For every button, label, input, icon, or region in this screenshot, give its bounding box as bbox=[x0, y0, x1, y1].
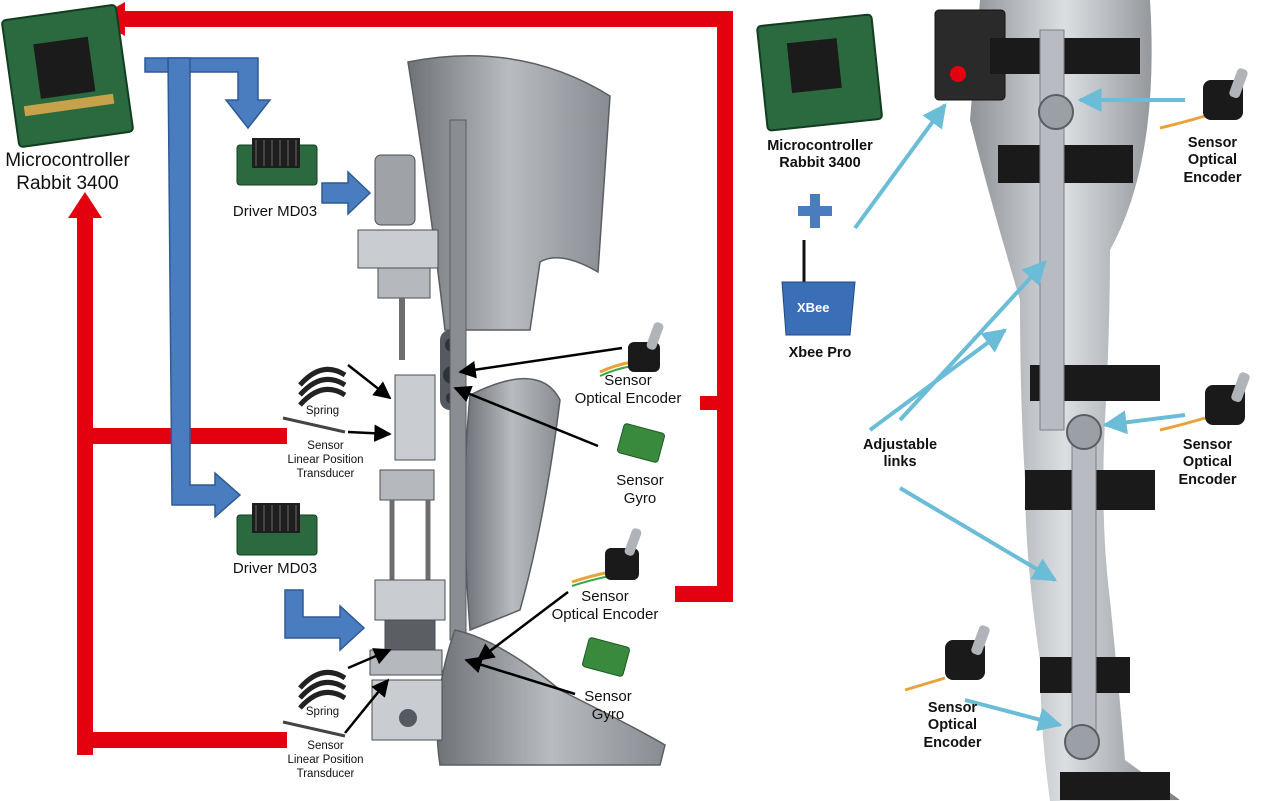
microcontroller-board-right bbox=[756, 13, 883, 132]
control-wiring bbox=[144, 57, 372, 652]
driver-top-text: Driver MD03 bbox=[232, 203, 318, 220]
driver-board-bottom bbox=[236, 503, 318, 556]
xbee-label: Xbee Pro bbox=[770, 345, 870, 362]
transducer-top-label: Sensor Linear Position Transducer bbox=[268, 440, 383, 481]
transducer-probe-bottom bbox=[282, 720, 346, 738]
encoder-ankle-line1: Sensor bbox=[581, 588, 629, 605]
encoder-knee-right bbox=[1159, 372, 1250, 432]
encoder-ankle-right bbox=[904, 625, 990, 692]
cyan-pointers bbox=[853, 88, 1186, 732]
microcontroller-left-label: Microcontroller Rabbit 3400 bbox=[0, 150, 135, 196]
transducer-top-line2: Linear Position bbox=[287, 453, 364, 466]
encoder-ankle-line2: Optical Encoder bbox=[551, 606, 659, 623]
feedback-wiring bbox=[68, 2, 733, 755]
pointer-arrows bbox=[344, 346, 623, 734]
driver-bottom-text: Driver MD03 bbox=[232, 560, 318, 577]
leg-render bbox=[934, 0, 1180, 801]
encoder-hip-line1: Sensor bbox=[1187, 135, 1238, 151]
encoder-hip-right-label: Sensor Optical Encoder bbox=[1165, 135, 1260, 187]
encoder-hip-line3: Encoder bbox=[1183, 169, 1242, 186]
encoder-rankle-line3: Encoder bbox=[923, 734, 982, 751]
plus-icon bbox=[798, 194, 832, 228]
transducer-top-line1: Sensor bbox=[307, 440, 344, 452]
gyro-board-bottom bbox=[582, 637, 630, 677]
feedback-arrowhead-left bbox=[68, 192, 102, 218]
microcontroller-right-line2: Rabbit 3400 bbox=[779, 155, 861, 172]
microcontroller-left-line2: Rabbit 3400 bbox=[16, 172, 119, 194]
xbee-text: Xbee Pro bbox=[788, 345, 852, 361]
microcontroller-right-line1: Microcontroller bbox=[767, 138, 873, 154]
encoder-hip-line2: Optical bbox=[1187, 152, 1238, 169]
adjustable-line1: Adjustable bbox=[862, 437, 938, 453]
encoder-knee-right-label: Sensor Optical Encoder bbox=[1160, 437, 1255, 489]
encoder-knee-line1: Sensor bbox=[604, 372, 652, 389]
transducer-bottom-line2: Linear Position bbox=[287, 753, 364, 766]
gyro-top-line2: Gyro bbox=[623, 490, 657, 507]
adjustable-links-label: Adjustable links bbox=[840, 437, 960, 472]
spring-top-label: Spring bbox=[285, 405, 360, 419]
driver-board-top bbox=[236, 138, 318, 186]
microcontroller-board-left bbox=[1, 4, 134, 148]
transducer-top-line3: Transducer bbox=[296, 467, 355, 480]
encoder-ankle-right-label: Sensor Optical Encoder bbox=[905, 700, 1000, 752]
encoder-knee-label: Sensor Optical Encoder bbox=[548, 372, 708, 408]
gyro-bottom-line2: Gyro bbox=[591, 706, 625, 723]
spring-bottom-text: Spring bbox=[305, 706, 340, 718]
gyro-bottom-label: Sensor Gyro bbox=[563, 688, 653, 724]
status-led bbox=[950, 66, 966, 82]
gyro-bottom-line1: Sensor bbox=[584, 688, 632, 705]
encoder-hip-right bbox=[1159, 68, 1248, 130]
encoder-ankle bbox=[571, 528, 642, 587]
gyro-board-top bbox=[617, 423, 665, 463]
transducer-bottom-label: Sensor Linear Position Transducer bbox=[268, 740, 383, 781]
gyro-top-line1: Sensor bbox=[616, 472, 664, 489]
adjustable-line2: links bbox=[883, 454, 917, 471]
encoder-rknee-line3: Encoder bbox=[1178, 471, 1237, 488]
transducer-bottom-line3: Transducer bbox=[296, 767, 355, 780]
encoder-rknee-line2: Optical bbox=[1182, 454, 1233, 471]
microcontroller-right-label: Microcontroller Rabbit 3400 bbox=[745, 138, 895, 173]
spring-bottom bbox=[298, 669, 347, 710]
xbee-module: XBee bbox=[781, 240, 856, 336]
xbee-chip-label: XBee bbox=[797, 300, 830, 315]
spring-bottom-label: Spring bbox=[285, 706, 360, 720]
adjustable-link-lower bbox=[1071, 429, 1097, 741]
encoder-knee bbox=[599, 322, 664, 377]
spring-top bbox=[298, 366, 347, 407]
encoder-knee-line2: Optical Encoder bbox=[574, 390, 682, 407]
adjustable-link-upper bbox=[1039, 29, 1065, 431]
transducer-bottom-line1: Sensor bbox=[307, 740, 344, 752]
encoder-rankle-line1: Sensor bbox=[927, 700, 978, 716]
spring-top-text: Spring bbox=[305, 405, 340, 417]
encoder-rankle-line2: Optical bbox=[927, 717, 978, 734]
driver-bottom-label: Driver MD03 bbox=[215, 560, 335, 578]
microcontroller-left-line1: Microcontroller bbox=[5, 150, 130, 171]
gyro-top-label: Sensor Gyro bbox=[595, 472, 685, 508]
orthosis-model bbox=[357, 55, 666, 766]
encoder-ankle-label: Sensor Optical Encoder bbox=[525, 588, 685, 624]
transducer-probe-top bbox=[282, 416, 346, 434]
driver-top-label: Driver MD03 bbox=[215, 203, 335, 221]
encoder-rknee-line1: Sensor bbox=[1182, 437, 1233, 453]
